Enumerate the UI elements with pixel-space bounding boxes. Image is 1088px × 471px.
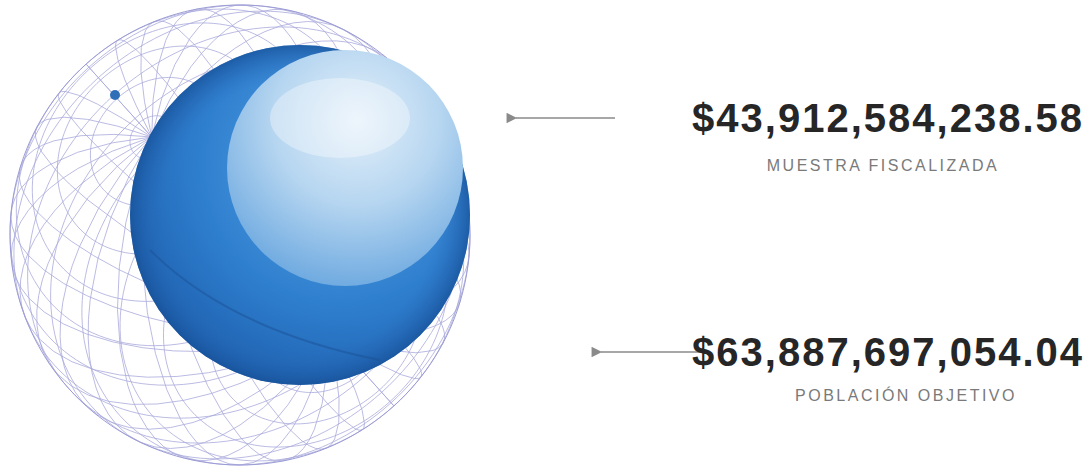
- globe-pole: [110, 90, 120, 100]
- inner-sphere: [227, 50, 463, 286]
- wireframe-globe: [10, 5, 470, 465]
- amount-value: $43,912,584,238.58: [692, 96, 1084, 140]
- globe-outline: [10, 5, 470, 465]
- amount-caption: MUESTRA FISCALIZADA: [767, 156, 999, 176]
- sphere-shade: [130, 45, 470, 385]
- sphere-highlight: [270, 78, 410, 158]
- sample-sphere: [130, 45, 470, 385]
- amount-value: $63,887,697,054.04: [692, 330, 1084, 374]
- leader-arrow: [516, 117, 615, 119]
- globe-graticule: [10, 5, 470, 465]
- amount-caption: POBLACIÓN OBJETIVO: [795, 386, 1017, 406]
